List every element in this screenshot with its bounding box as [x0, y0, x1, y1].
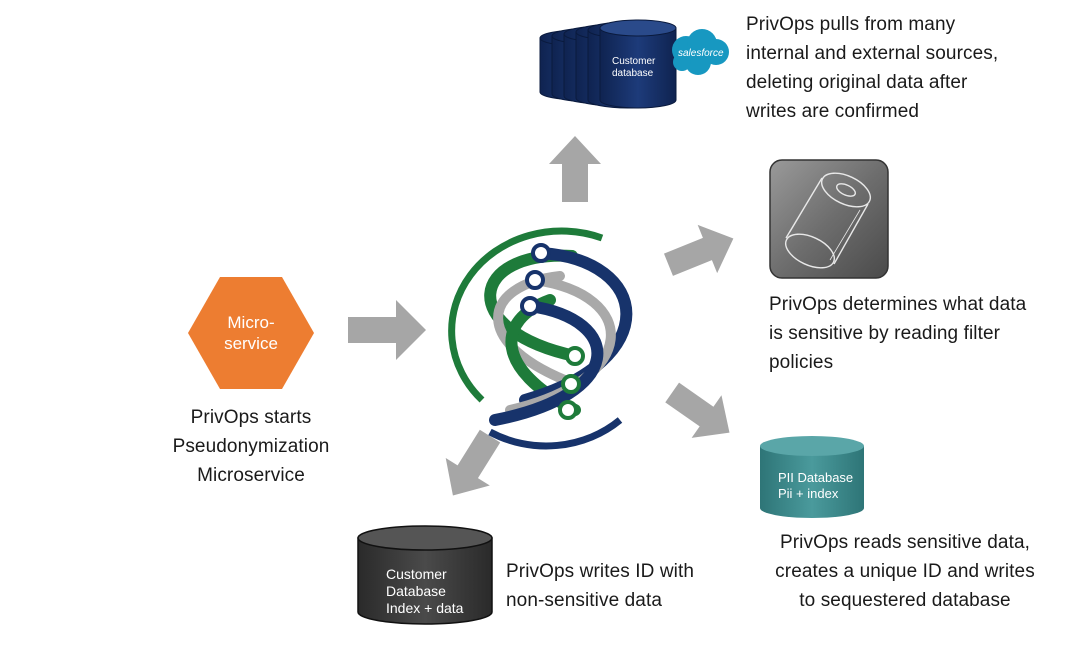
microservice-label-line1: Micro- [227, 313, 275, 332]
caption-line: policies [769, 352, 834, 373]
sources-caption: PrivOps pulls from many internal and ext… [746, 10, 1076, 126]
pii-db-caption: PrivOps reads sensitive data, creates a … [740, 528, 1070, 615]
source-db-label-line2: database [612, 68, 654, 79]
customer-db-label-line2: Database [386, 583, 446, 599]
customer-db-caption: PrivOps writes ID with non-sensitive dat… [506, 557, 746, 615]
pii-db-label-line2: Pii + index [778, 486, 839, 501]
arrow-to-logo [348, 300, 426, 360]
arrow-to-pii-db [665, 382, 730, 438]
arrow-to-customer-db [445, 429, 501, 496]
microservice-label-line2: service [224, 334, 278, 353]
caption-line: PrivOps pulls from many [746, 14, 956, 35]
customer-database-cylinder [357, 525, 493, 625]
pii-db-label-line1: PII Database [778, 470, 854, 485]
filter-caption: PrivOps determines what data is sensitiv… [769, 290, 1079, 377]
source-databases-stack [539, 19, 729, 109]
caption-line: Pseudonymization [172, 436, 330, 457]
salesforce-label: salesforce [678, 48, 724, 59]
pii-db-label: PII Database Pii + index [778, 470, 868, 502]
microservice-caption: PrivOps starts Pseudonymization Microser… [140, 403, 362, 490]
caption-line: deleting original data after [746, 72, 968, 93]
caption-line: writes are confirmed [746, 101, 920, 122]
microservice-label: Micro- service [200, 312, 302, 354]
caption-line: non-sensitive data [506, 590, 663, 611]
caption-line: creates a unique ID and writes [775, 561, 1035, 582]
caption-line: Microservice [197, 465, 305, 486]
source-db-label: Customer database [612, 56, 672, 80]
salesforce-cloud-icon [672, 29, 729, 75]
arrow-to-filter [663, 224, 734, 276]
arrow-up-to-sources [549, 136, 601, 202]
caption-line: PrivOps starts [190, 407, 312, 428]
privops-logo [448, 227, 633, 450]
caption-line: internal and external sources, [746, 43, 999, 64]
customer-db-label-line3: Index + data [386, 600, 464, 616]
pii-database-cylinder [760, 436, 864, 518]
caption-line: to sequestered database [799, 590, 1011, 611]
caption-line: PrivOps determines what data [769, 294, 1027, 315]
caption-line: PrivOps reads sensitive data, [779, 532, 1030, 553]
source-db-label-line1: Customer [612, 56, 656, 67]
microservice-hexagon [188, 277, 314, 389]
customer-db-label-line1: Customer [386, 566, 447, 582]
caption-line: is sensitive by reading filter [769, 323, 1001, 344]
caption-line: PrivOps writes ID with [506, 561, 695, 582]
customer-db-label: Customer Database Index + data [386, 566, 486, 617]
filter-image [769, 159, 889, 279]
